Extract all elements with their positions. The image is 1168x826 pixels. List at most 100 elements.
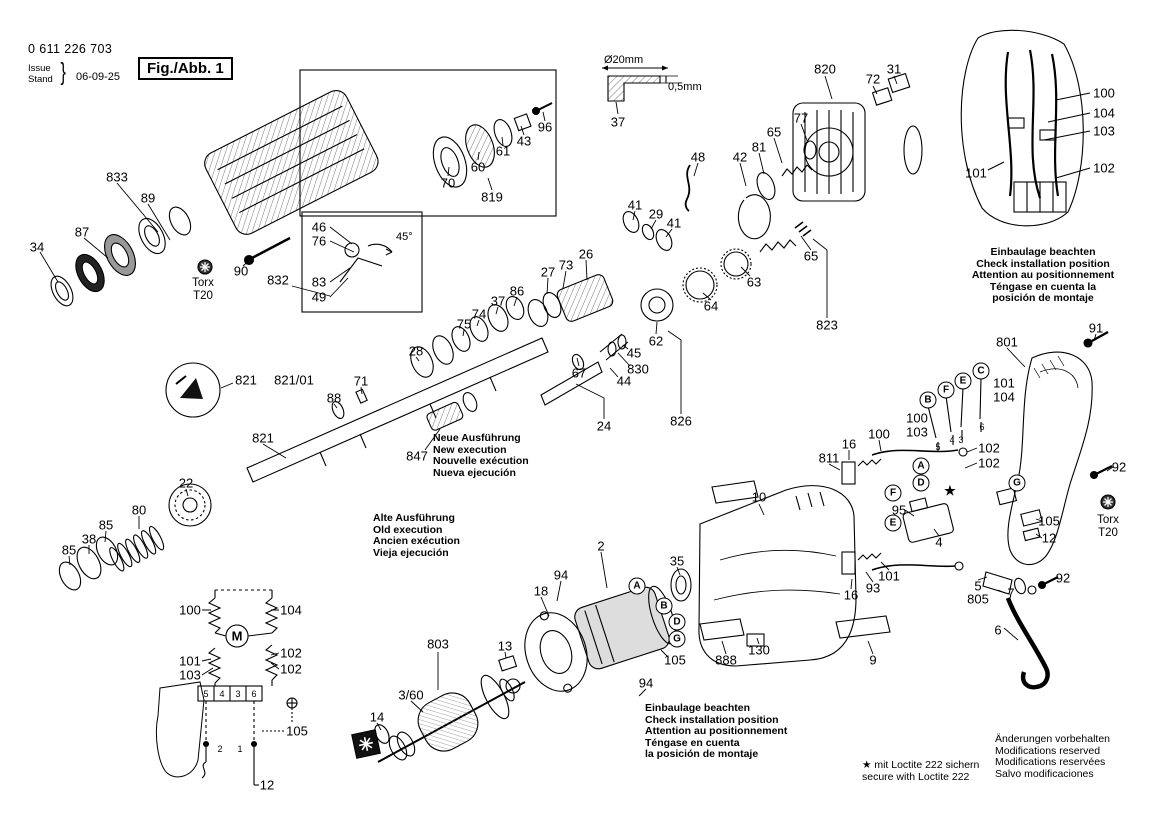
part-label: 821	[252, 430, 274, 446]
dimension-detail	[602, 65, 678, 102]
brace-glyph: }	[60, 58, 66, 86]
part-label: 49	[311, 289, 327, 305]
part-label: 41	[666, 215, 682, 231]
note-line: Ancien exécution	[373, 535, 460, 547]
part-label: 803	[427, 636, 449, 652]
part-label: 6	[251, 689, 257, 699]
part-label: 102	[280, 645, 302, 661]
housing-interior-inset	[960, 29, 1091, 227]
part-label: 13	[497, 638, 513, 654]
part-label: 94	[553, 567, 569, 583]
part-label: 62	[648, 333, 664, 349]
part-label: 80	[131, 502, 147, 518]
part-label: 86	[509, 283, 525, 299]
part-label: 105	[286, 723, 308, 739]
circled-letter-b: B	[655, 597, 673, 615]
note-line: Vieja ejecución	[373, 546, 449, 559]
note-line: T20	[1098, 526, 1118, 539]
note-line: Modifications reservées	[995, 756, 1106, 768]
part-label: 100	[1093, 85, 1115, 101]
note-line: secure with Loctite 222	[862, 770, 970, 783]
part-label: 847	[406, 448, 428, 464]
gear-housing-drawing	[684, 72, 923, 240]
part-label: 92	[1111, 459, 1127, 475]
wiring-schematic	[155, 589, 298, 786]
part-label: 46	[311, 219, 327, 235]
part-label: 88	[326, 390, 342, 406]
stand-label: Stand	[28, 73, 53, 85]
part-label: 3	[235, 689, 241, 699]
part-label: 91	[1088, 320, 1104, 336]
part-label: 130	[748, 642, 770, 658]
part-label: 38	[81, 531, 97, 547]
part-label: 61	[495, 143, 511, 159]
note-line: Check installation position	[976, 257, 1110, 270]
note-line: Téngase en cuenta la	[989, 280, 1097, 293]
spindle-shaft-drawing	[58, 296, 549, 591]
part-label: 100	[179, 602, 201, 618]
part-label: 103	[1093, 123, 1115, 139]
clutch-gear-drawing	[527, 211, 797, 406]
part-label: 5	[935, 442, 941, 452]
circled-letter-e: E	[884, 514, 902, 532]
part-label: 48	[690, 149, 706, 165]
circled-letter-g: G	[668, 630, 686, 648]
document-number: 0 611 226 703	[28, 42, 113, 56]
part-label: 85	[61, 542, 77, 558]
motor-housing-drawing	[670, 480, 891, 667]
circled-letter-g: G	[1008, 474, 1026, 492]
part-label: 10	[751, 489, 767, 505]
part-label: 64	[703, 298, 719, 314]
part-label: 100	[906, 410, 928, 426]
part-label: 4	[935, 534, 943, 550]
part-label: 24	[596, 418, 612, 434]
part-label: 830	[627, 361, 649, 377]
part-label: 65	[766, 124, 782, 140]
circled-letter-d: D	[668, 613, 686, 631]
note-line: Änderungen vorbehalten	[995, 733, 1111, 745]
part-label: 819	[481, 189, 503, 205]
note-line: Attention au positionnement	[971, 269, 1115, 281]
part-label: 9	[869, 652, 877, 668]
part-label: 37	[490, 293, 506, 309]
part-label: 34	[29, 239, 45, 255]
part-label: 65	[803, 248, 819, 264]
part-label: 28	[408, 343, 424, 359]
front-housing-drawing	[50, 90, 379, 307]
note-line: Modifications reserved	[995, 744, 1101, 757]
part-label: 73	[558, 257, 574, 273]
circled-letter-b: B	[919, 391, 937, 409]
part-label: 820	[814, 61, 836, 77]
part-label: 811	[818, 450, 840, 466]
part-label: 102	[1093, 160, 1115, 176]
part-label: 89	[140, 190, 156, 206]
part-label: 100	[868, 426, 890, 442]
note-line: ★ mit Loctite 222 sichern	[862, 759, 980, 771]
switch-brush-drawing	[841, 330, 1116, 690]
part-label: 72	[865, 71, 881, 87]
part-label: 87	[74, 224, 90, 240]
part-label: 104	[1093, 105, 1115, 121]
part-label: 96	[537, 119, 553, 135]
part-label: 6	[994, 622, 1002, 638]
part-label: 42	[732, 149, 748, 165]
note-line: Torx	[192, 277, 214, 289]
part-label: 104	[993, 389, 1015, 405]
part-label: 2	[217, 744, 223, 754]
part-label: 4	[949, 435, 955, 445]
part-label: 821/01	[274, 372, 314, 388]
issue-label: Issue	[28, 63, 51, 74]
part-label: 1	[237, 744, 243, 754]
part-label: 12	[1041, 530, 1057, 546]
part-label: 12	[259, 777, 275, 793]
note-line: Téngase en cuenta	[645, 736, 740, 749]
part-label: 16	[843, 587, 859, 603]
note-line: Einbaulage beachten	[990, 246, 1096, 258]
